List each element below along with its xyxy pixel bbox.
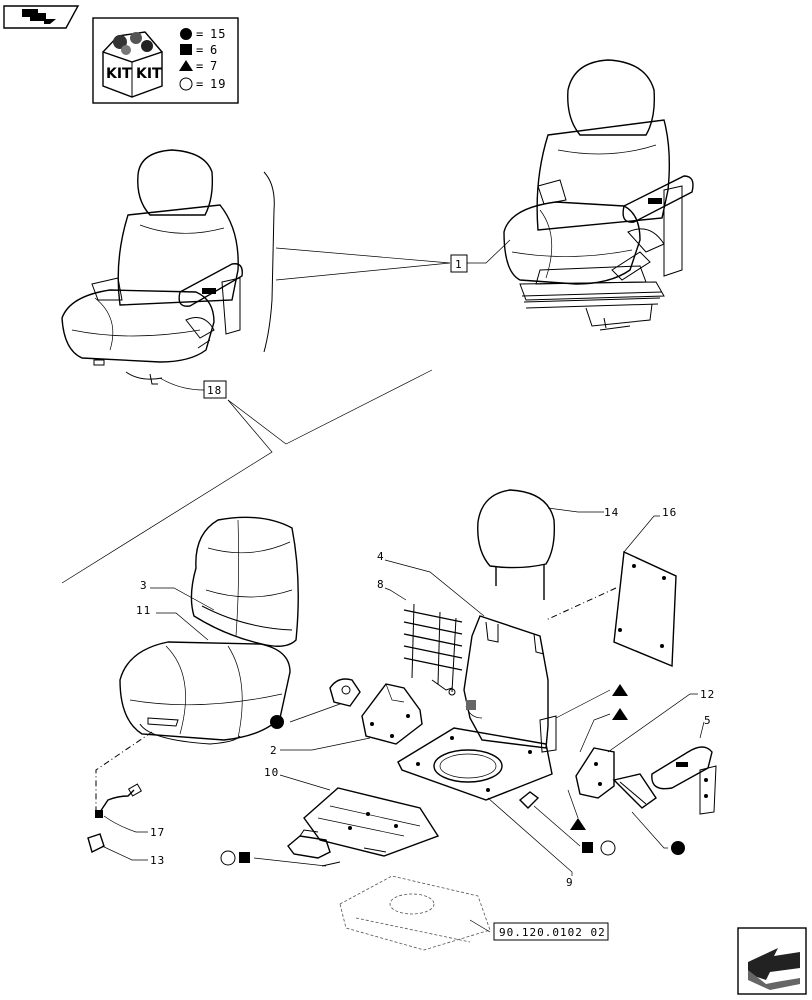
slide-base: 10 — [264, 766, 440, 857]
svg-text:KIT: KIT — [106, 66, 132, 82]
svg-text:17: 17 — [150, 826, 165, 839]
leader-lines-1 — [275, 247, 451, 281]
armrest: 5 — [651, 714, 717, 815]
svg-text:=: = — [196, 59, 204, 73]
legend-row-triangle-filled: = 7 — [179, 59, 218, 73]
svg-text:10: 10 — [264, 766, 279, 779]
seat-cushion — [119, 641, 291, 745]
svg-text:19: 19 — [210, 77, 226, 91]
legend-row-square-filled: = 6 — [180, 43, 218, 57]
callout-1: 1 — [450, 239, 511, 273]
svg-text:4: 4 — [377, 550, 385, 563]
svg-text:9: 9 — [566, 876, 574, 889]
svg-text:7: 7 — [210, 59, 218, 73]
kit-legend-box: KIT KIT = 15 = 6 = 7 = 19 — [92, 17, 239, 104]
callout-3: 3 — [140, 579, 215, 611]
backrest-cover — [190, 516, 299, 647]
legend-row-circle-filled: = 15 — [180, 27, 226, 41]
svg-text:=: = — [196, 77, 204, 91]
forward-arrow-icon[interactable] — [737, 927, 807, 995]
svg-text:13: 13 — [150, 854, 165, 867]
armrest-bracket: 12 — [567, 688, 715, 830]
lumbar-spring: 8 — [377, 578, 463, 696]
back-arrow-icon[interactable] — [3, 5, 80, 29]
small-clip — [518, 791, 616, 856]
svg-text:KIT: KIT — [136, 66, 162, 82]
callout-11: 11 — [136, 604, 209, 641]
svg-text:14: 14 — [604, 506, 619, 519]
svg-text:=: = — [196, 27, 204, 41]
callout-18: 18 — [61, 369, 433, 584]
triangle-marker-middle — [579, 708, 628, 753]
bracket-line-left — [263, 171, 275, 353]
rear-panel: 16 — [545, 506, 677, 668]
backrest-frame: 4 — [377, 550, 557, 753]
svg-text:8: 8 — [377, 578, 385, 591]
svg-text:5: 5 — [704, 714, 712, 727]
kit-crate-icon: KIT KIT — [102, 31, 163, 98]
svg-text:18: 18 — [207, 384, 222, 397]
headrest: 14 — [477, 489, 619, 600]
svg-text:12: 12 — [700, 688, 715, 701]
triangle-marker-upper — [555, 684, 628, 719]
svg-text:15: 15 — [210, 27, 226, 41]
reference-base: 90.120.0102 02 — [339, 875, 609, 951]
svg-text:=: = — [196, 43, 204, 57]
svg-text:11: 11 — [136, 604, 151, 617]
seat-assembly-right — [503, 59, 694, 331]
wiring-harness: 17 — [95, 783, 165, 839]
handle-kit — [220, 829, 341, 867]
seat-belt-buckle — [612, 773, 685, 855]
svg-text:3: 3 — [140, 579, 148, 592]
latch-bracket — [270, 678, 361, 729]
leader-dashed-harness — [95, 731, 153, 812]
svg-text:2: 2 — [270, 744, 278, 757]
svg-text:16: 16 — [662, 506, 677, 519]
seat-pan: 9 — [397, 727, 574, 889]
legend-row-circle-open: = 19 — [179, 77, 226, 91]
svg-text:1: 1 — [455, 258, 463, 271]
svg-text:6: 6 — [210, 43, 218, 57]
seat-bracket: 2 — [270, 683, 423, 757]
seat-switch: 13 — [87, 833, 165, 867]
svg-text:90.120.0102 02: 90.120.0102 02 — [499, 926, 606, 939]
seat-assembly-left — [61, 149, 243, 385]
